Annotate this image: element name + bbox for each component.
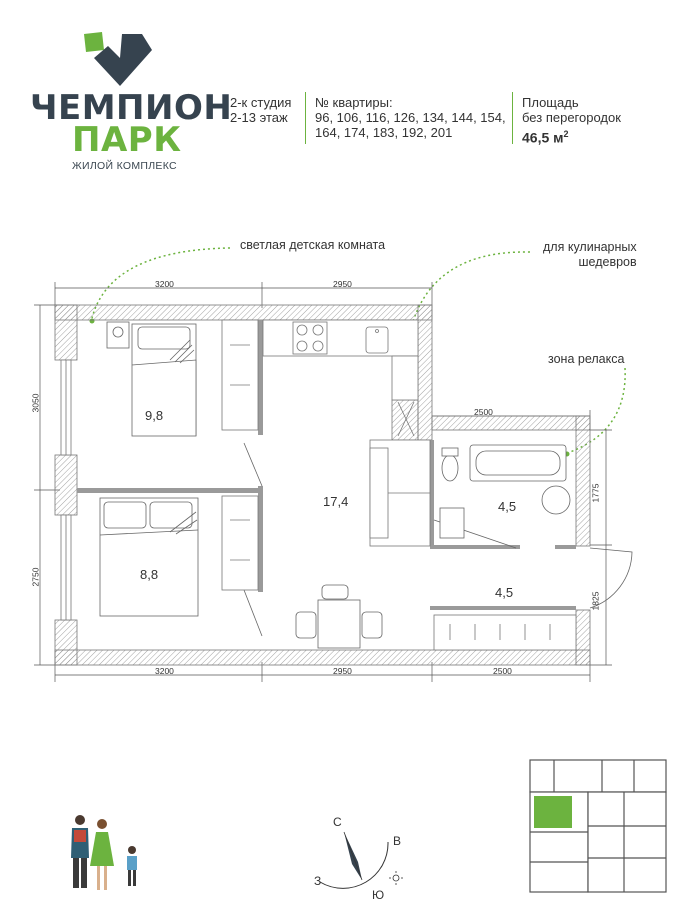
compass xyxy=(319,831,403,889)
annotation-curve-kids xyxy=(91,247,231,319)
brand-name-line2: ПАРК xyxy=(72,120,182,160)
dim-bottom-left: 3200 xyxy=(155,666,174,676)
kitchen xyxy=(262,319,419,401)
dining-table xyxy=(295,584,383,649)
brand-subtitle: ЖИЛОЙ КОМПЛЕКС xyxy=(72,160,177,172)
building-minimap xyxy=(529,759,667,893)
dim-top-left: 3200 xyxy=(155,279,174,289)
room-area-bedroom: 8,8 xyxy=(140,567,159,582)
dim-left-lower: 2750 xyxy=(30,567,41,587)
dim-left-upper: 3050 xyxy=(30,393,41,413)
dim-right-upper: 1775 xyxy=(590,483,601,503)
area-label-line1: Площадь xyxy=(522,95,579,110)
compass-south: Ю xyxy=(372,888,385,902)
note-relax: зона релакса xyxy=(548,352,625,366)
divider-line xyxy=(512,92,513,144)
dim-right-lower: 1825 xyxy=(590,591,601,611)
room-area-bath: 4,5 xyxy=(498,499,517,514)
area-label-line2: без перегородок xyxy=(522,110,621,125)
apartment-numbers: № квартиры: 96, 106, 116, 126, 134, 144,… xyxy=(315,95,506,140)
apartment-numbers-line2: 164, 174, 183, 192, 201 xyxy=(315,125,453,140)
apartment-numbers-label: № квартиры: xyxy=(315,95,393,110)
double-bed xyxy=(99,497,199,617)
apartment-numbers-line1: 96, 106, 116, 126, 134, 144, 154, xyxy=(315,110,506,125)
doors xyxy=(243,442,633,637)
compass-east: В xyxy=(393,834,402,848)
dim-top-mid: 2950 xyxy=(333,279,352,289)
room-area-living: 17,4 xyxy=(323,494,349,509)
note-kitchen: для кулинарных шедевров xyxy=(543,240,637,269)
compass-north: С xyxy=(333,815,342,829)
heart-check-logo xyxy=(84,32,152,86)
dim-bottom-right: 2500 xyxy=(493,666,512,676)
compass-west: З xyxy=(314,874,322,888)
divider-line xyxy=(305,92,306,144)
apartment-floors: 2-13 этаж xyxy=(230,110,288,125)
sofa xyxy=(369,439,431,547)
kids-bed xyxy=(106,321,197,437)
room-area-kids: 9,8 xyxy=(145,408,164,423)
note-kids-room: светлая детская комната xyxy=(240,238,386,252)
wardrobe xyxy=(221,319,577,651)
area-value: 46,5 м2 xyxy=(522,129,569,146)
family-illustration xyxy=(71,815,137,890)
minimap-highlight xyxy=(534,796,572,828)
apartment-area: Площадь без перегородок 46,5 м2 xyxy=(522,95,621,146)
interior-walls xyxy=(77,320,576,610)
dim-bath-width: 2500 xyxy=(474,407,493,417)
brand-name-line1: ЧЕМПИОН xyxy=(30,88,233,128)
room-area-hall: 4,5 xyxy=(495,585,514,600)
bathroom-fixtures xyxy=(439,444,571,539)
apartment-type: 2-к студия 2-13 этаж xyxy=(230,95,291,125)
dim-bottom-mid: 2950 xyxy=(333,666,352,676)
windows xyxy=(60,359,72,621)
sun-icon xyxy=(389,871,403,885)
apartment-type-line1: 2-к студия xyxy=(230,95,292,110)
